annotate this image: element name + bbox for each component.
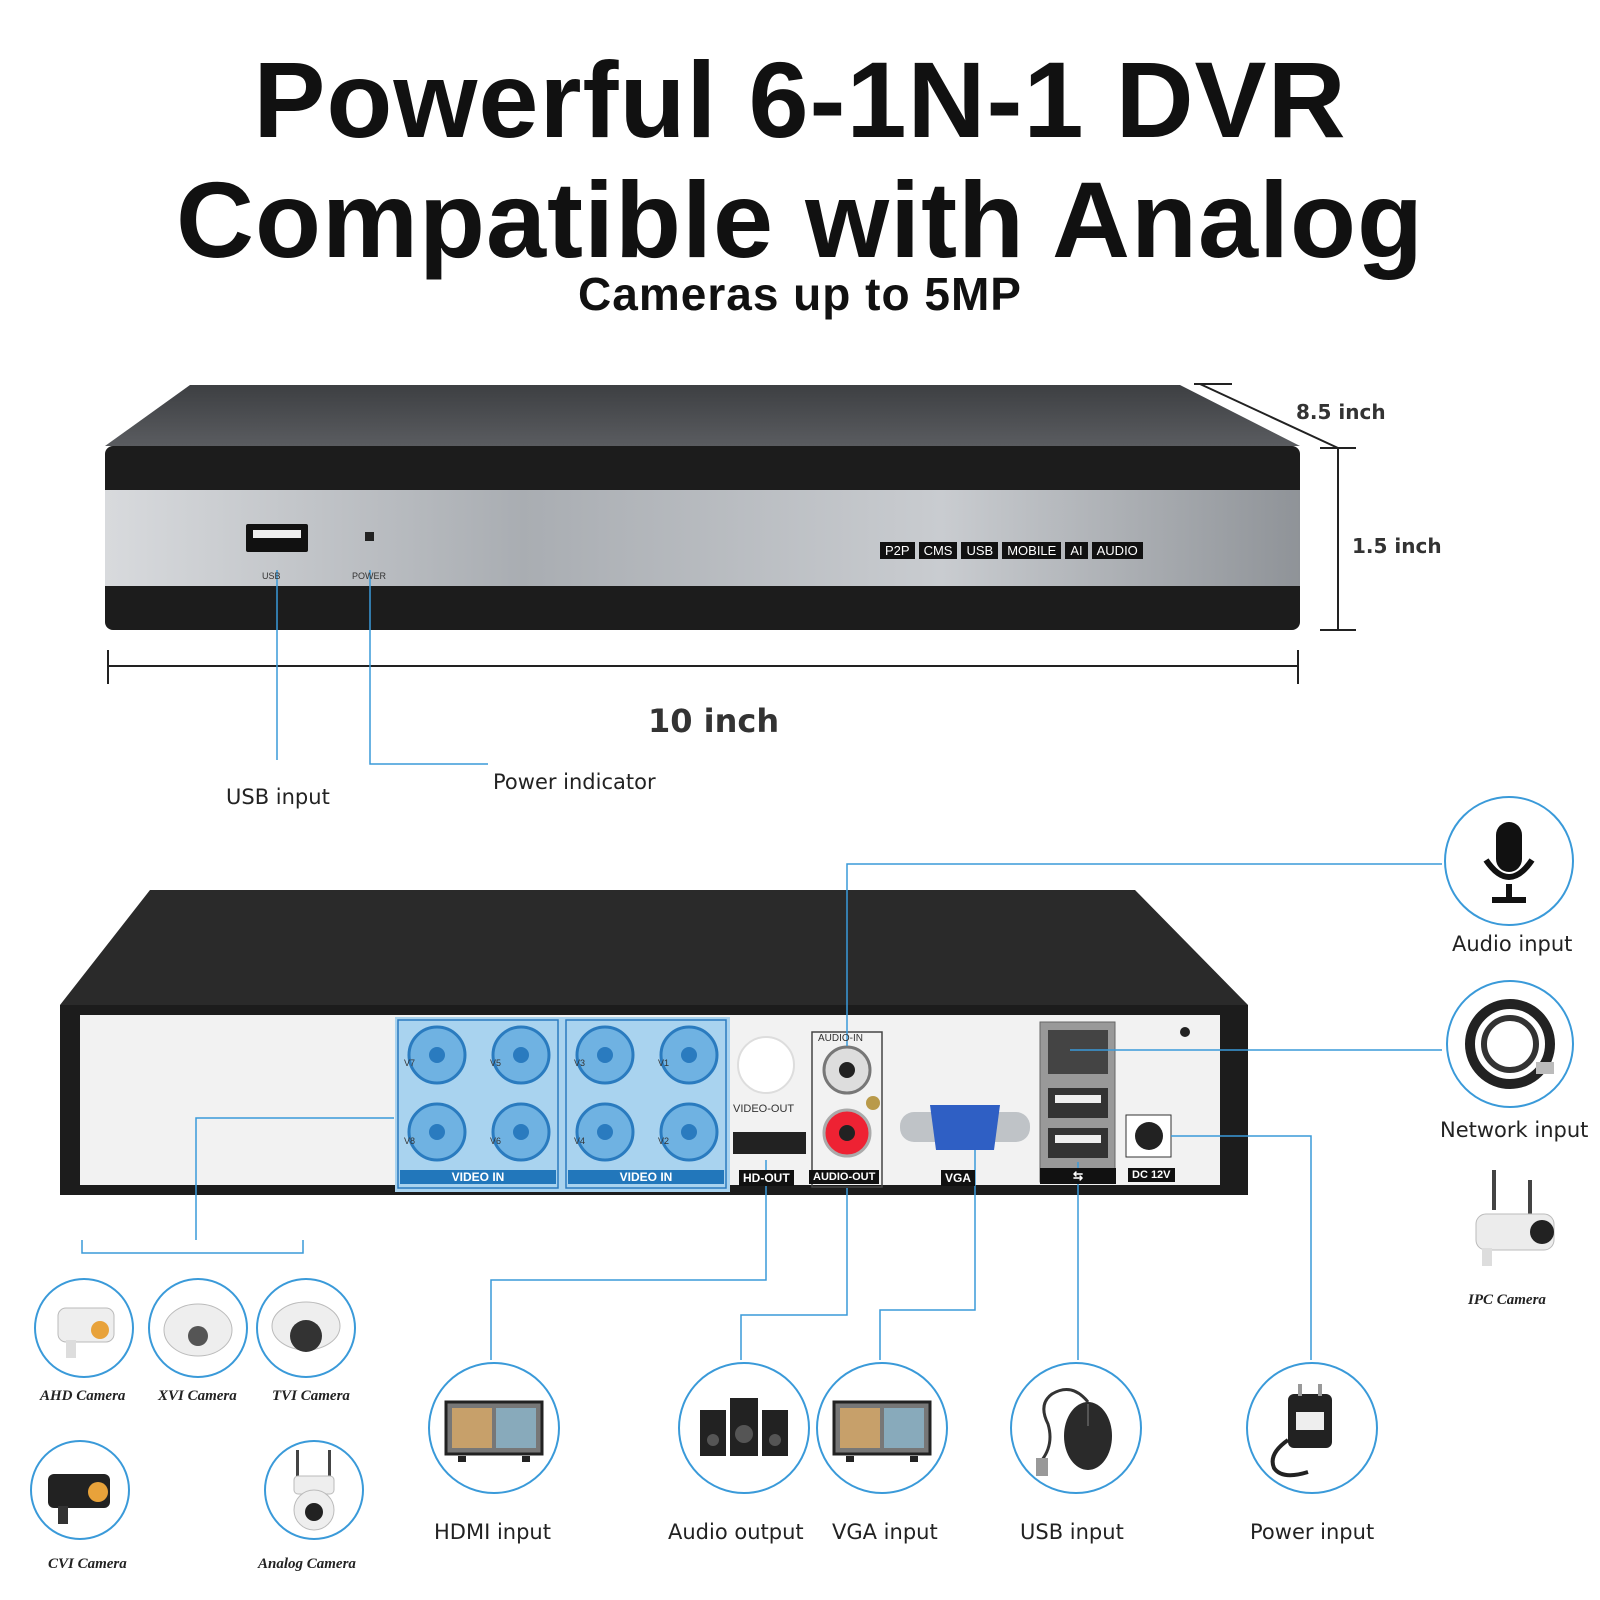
channel-v5: V5: [490, 1058, 502, 1068]
headline-line-2: Compatible with Analog: [176, 159, 1424, 280]
badge-ai: AI: [1065, 542, 1088, 559]
front-dvr-illustration: [105, 383, 1356, 765]
label-audio-input: Audio input: [1452, 932, 1573, 956]
front-usb-label: USB: [262, 571, 281, 581]
xvi-camera-icon: [148, 1278, 248, 1378]
channel-v8: V8: [404, 1136, 416, 1146]
dc-12v-label: DC 12V: [1128, 1168, 1175, 1182]
channel-v6: V6: [490, 1136, 502, 1146]
callout-power-indicator: Power indicator: [493, 770, 656, 794]
rear-dvr-illustration: [60, 863, 1442, 1360]
channel-v3: V3: [574, 1058, 586, 1068]
badge-p2p: P2P: [880, 542, 915, 559]
channel-v4: V4: [574, 1136, 586, 1146]
ipc-camera-icon: [1462, 1160, 1562, 1270]
label-hdmi-input: HDMI input: [434, 1520, 551, 1544]
hd-out-label: HD-OUT: [739, 1170, 794, 1186]
tvi-camera-icon: [256, 1278, 356, 1378]
label-cvi-camera: CVI Camera: [48, 1556, 127, 1572]
badge-audio: AUDIO: [1091, 542, 1143, 559]
vga-monitor-icon: [816, 1362, 948, 1494]
callout-usb-input: USB input: [226, 785, 330, 809]
microphone-icon: [1444, 796, 1574, 926]
hdmi-monitor-icon: [428, 1362, 560, 1494]
label-xvi-camera: XVI Camera: [158, 1388, 237, 1404]
label-ahd-camera: AHD Camera: [40, 1388, 126, 1404]
badge-usb: USB: [961, 542, 999, 559]
cvi-camera-icon: [30, 1440, 130, 1540]
ahd-camera-icon: [34, 1278, 134, 1378]
usb-symbol-icon: ⇆: [1040, 1168, 1116, 1184]
label-vga-input: VGA input: [832, 1520, 938, 1544]
video-in-label-1: VIDEO IN: [400, 1170, 556, 1184]
front-power-label: POWER: [352, 571, 387, 581]
power-adapter-icon: [1246, 1362, 1378, 1494]
speakers-icon: [678, 1362, 810, 1494]
label-analog-camera: Analog Camera: [258, 1556, 356, 1572]
channel-v1: V1: [658, 1058, 670, 1068]
label-ipc-camera: IPC Camera: [1468, 1292, 1546, 1308]
power-led: [365, 532, 374, 541]
label-network-input: Network input: [1440, 1118, 1589, 1142]
label-audio-output: Audio output: [668, 1520, 804, 1544]
mouse-icon: [1010, 1362, 1142, 1494]
channel-v2: V2: [658, 1136, 670, 1146]
label-power-input: Power input: [1250, 1520, 1375, 1544]
subheadline: Cameras up to 5MP: [578, 268, 1022, 320]
audio-out-label: AUDIO-OUT: [809, 1170, 880, 1184]
width-dimension: 10 inch: [648, 702, 780, 740]
video-in-label-2: VIDEO IN: [568, 1170, 724, 1184]
headline-line-1: Powerful 6-1N-1 DVR: [253, 39, 1347, 160]
label-usb-input-bottom: USB input: [1020, 1520, 1124, 1544]
network-cable-icon: [1446, 980, 1574, 1108]
label-tvi-camera: TVI Camera: [272, 1388, 350, 1404]
height-dimension: 1.5 inch: [1352, 534, 1442, 558]
video-out-label: VIDEO-OUT: [733, 1103, 795, 1115]
badge-mobile: MOBILE: [1002, 542, 1062, 559]
audio-in-label: AUDIO-IN: [818, 1033, 863, 1044]
vga-label: VGA: [941, 1170, 976, 1186]
analog-camera-icon: [264, 1440, 364, 1540]
badge-cms: CMS: [918, 542, 958, 559]
channel-v7: V7: [404, 1058, 416, 1068]
depth-dimension: 8.5 inch: [1296, 400, 1386, 424]
